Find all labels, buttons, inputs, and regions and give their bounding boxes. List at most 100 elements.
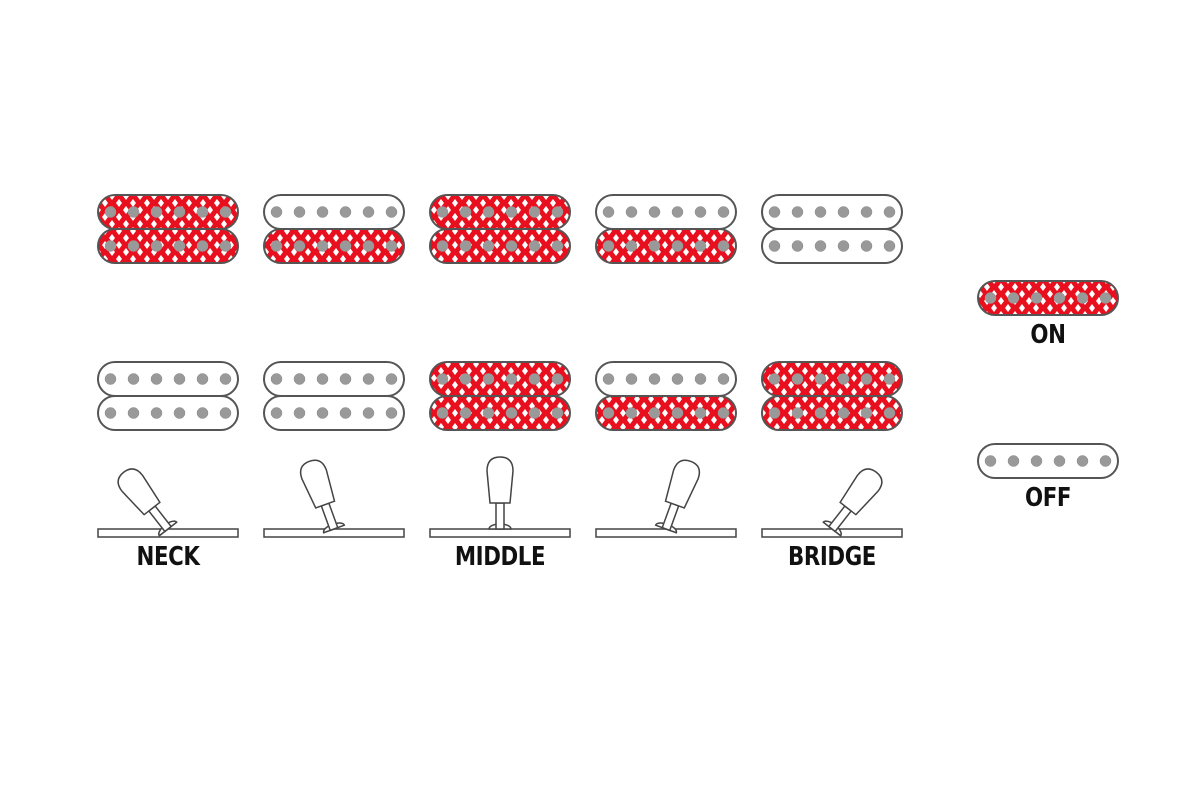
pole-piece xyxy=(768,373,781,385)
neck-humbucker-top-coil xyxy=(97,194,239,230)
pole-piece xyxy=(316,206,329,218)
pole-piece xyxy=(1007,455,1020,467)
neck-humbucker-top-coil xyxy=(761,194,903,230)
pole-piece xyxy=(219,206,232,218)
neck-humbucker-bottom-coil xyxy=(97,228,239,264)
pole-piece xyxy=(459,407,472,419)
coil-body xyxy=(97,361,239,397)
bridge-humbucker-bottom-coil xyxy=(595,395,737,431)
pole-piece xyxy=(436,407,449,419)
pole-piece xyxy=(671,206,684,218)
pole-piece xyxy=(104,407,117,419)
legend-on-coil xyxy=(977,280,1119,316)
pole-piece xyxy=(104,240,117,252)
switch-position-5 xyxy=(761,194,903,538)
coil-body xyxy=(977,280,1119,316)
pole-piece xyxy=(385,373,398,385)
coil-body xyxy=(97,194,239,230)
pole-piece xyxy=(293,373,306,385)
pole-piece xyxy=(127,240,140,252)
pole-piece xyxy=(648,373,661,385)
pole-piece xyxy=(694,206,707,218)
bridge-humbucker-top-coil xyxy=(761,361,903,397)
pole-piece xyxy=(671,407,684,419)
pole-piece xyxy=(814,240,827,252)
pole-piece xyxy=(694,240,707,252)
position-label: MIDDLE xyxy=(454,542,546,572)
switch-position-2 xyxy=(263,194,405,538)
neck-humbucker-bottom-coil xyxy=(595,228,737,264)
pole-piece xyxy=(791,240,804,252)
pole-piece xyxy=(339,240,352,252)
switch-lever xyxy=(486,456,514,530)
switch-tip xyxy=(299,459,336,509)
switch-tip xyxy=(664,459,701,509)
neck-humbucker-bottom-coil xyxy=(263,228,405,264)
pole-piece xyxy=(505,373,518,385)
selector-switch-3 xyxy=(429,456,571,538)
switch-lever xyxy=(822,468,883,537)
pole-piece xyxy=(528,240,541,252)
coil-body xyxy=(429,228,571,264)
pole-piece xyxy=(860,407,873,419)
pole-piece xyxy=(505,206,518,218)
bridge-humbucker-top-coil xyxy=(595,361,737,397)
bridge-humbucker-bottom-coil xyxy=(263,395,405,431)
selector-switch-4 xyxy=(595,459,737,538)
switch-lever xyxy=(299,459,346,534)
pole-piece xyxy=(694,373,707,385)
bridge-humbucker-bottom-coil xyxy=(97,395,239,431)
pole-piece xyxy=(196,373,209,385)
pole-piece xyxy=(436,373,449,385)
neck-humbucker-bottom-coil xyxy=(761,228,903,264)
pole-piece xyxy=(316,407,329,419)
switch-plate xyxy=(429,528,571,538)
switch-plate xyxy=(97,528,239,538)
pole-piece xyxy=(768,407,781,419)
pole-piece xyxy=(459,240,472,252)
legend-on-label: ON xyxy=(1030,320,1066,350)
coil-body xyxy=(263,361,405,397)
coil-body xyxy=(761,395,903,431)
pole-piece xyxy=(505,240,518,252)
pole-piece xyxy=(150,407,163,419)
pole-piece xyxy=(837,407,850,419)
pole-piece xyxy=(625,240,638,252)
pole-piece xyxy=(528,407,541,419)
coil-body xyxy=(263,395,405,431)
pole-piece xyxy=(127,407,140,419)
legend-off-label: OFF xyxy=(1024,483,1072,513)
pole-piece xyxy=(293,407,306,419)
pole-piece xyxy=(860,373,873,385)
coil-body xyxy=(977,443,1119,479)
selector-switch-2 xyxy=(263,459,405,538)
coil-body xyxy=(761,194,903,230)
pole-piece xyxy=(270,373,283,385)
pole-piece xyxy=(1007,292,1020,304)
pole-piece xyxy=(814,373,827,385)
legend-off-coil xyxy=(977,443,1119,479)
pole-piece xyxy=(270,240,283,252)
pole-piece xyxy=(791,407,804,419)
bridge-humbucker-top-coil xyxy=(263,361,405,397)
pole-piece xyxy=(270,206,283,218)
pole-piece xyxy=(1076,292,1089,304)
coil-body xyxy=(429,194,571,230)
switch-position-4 xyxy=(595,194,737,538)
pole-piece xyxy=(602,240,615,252)
pole-piece xyxy=(482,373,495,385)
neck-humbucker-top-coil xyxy=(263,194,405,230)
pole-piece xyxy=(883,407,896,419)
pole-piece xyxy=(339,407,352,419)
pole-piece xyxy=(1053,292,1066,304)
pole-piece xyxy=(436,206,449,218)
switch-tip xyxy=(839,468,883,516)
pole-piece xyxy=(316,373,329,385)
pole-piece xyxy=(1030,455,1043,467)
coil-body xyxy=(429,395,571,431)
coil-body xyxy=(97,395,239,431)
bridge-humbucker-top-coil xyxy=(429,361,571,397)
pole-piece xyxy=(625,407,638,419)
bridge-humbucker-bottom-coil xyxy=(429,395,571,431)
pole-piece xyxy=(528,206,541,218)
